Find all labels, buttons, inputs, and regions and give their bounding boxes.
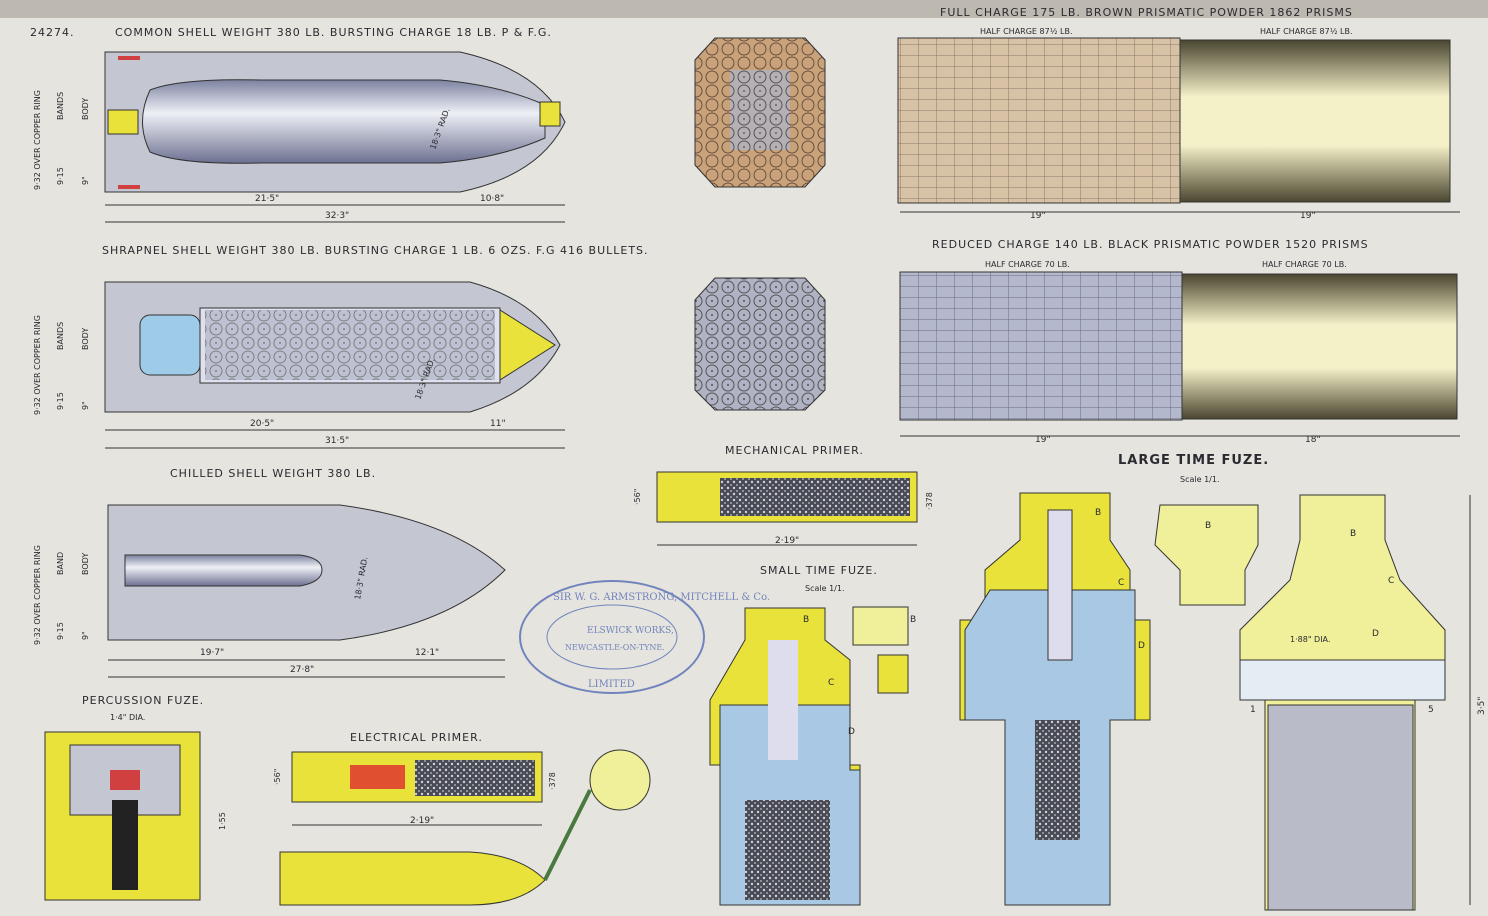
- label: 12·1": [415, 648, 439, 658]
- common-shell-drawing: COMMON SHELL WEIGHT 380 LB. BURSTING CHA…: [33, 26, 566, 223]
- label: 31·5": [325, 436, 349, 446]
- black-prism-section: [694, 277, 826, 411]
- armstrong-stamp: SIR W. G. ARMSTRONG, MITCHELL & Co. ELSW…: [519, 580, 770, 694]
- label: 19·7": [200, 648, 224, 658]
- label: 9": [81, 176, 90, 185]
- label: ·56": [633, 489, 642, 505]
- label: C: [1118, 578, 1124, 588]
- label: B: [803, 615, 809, 625]
- label: 19": [1035, 435, 1051, 445]
- label: 9·15: [56, 392, 65, 410]
- label: C: [828, 678, 834, 688]
- label: 19": [1300, 211, 1316, 221]
- chilled-shell-drawing: CHILLED SHELL WEIGHT 380 LB. 19·7" 27·8"…: [33, 467, 506, 678]
- label: 20·5": [250, 419, 274, 429]
- label: ELSWICK WORKS,: [587, 626, 674, 636]
- label: 9": [81, 631, 90, 640]
- plate-number: 24274.: [30, 26, 75, 39]
- label: D: [848, 727, 855, 737]
- label: 1·4" DIA.: [110, 713, 145, 722]
- label: C: [1388, 576, 1394, 586]
- label: 10·8": [480, 194, 504, 204]
- label: REDUCED CHARGE 140 LB. BLACK PRISMATIC P…: [932, 238, 1369, 251]
- label: HALF CHARGE 87½ LB.: [980, 27, 1072, 36]
- label: BANDS: [56, 322, 65, 350]
- common-shell-title: COMMON SHELL WEIGHT 380 LB. BURSTING CHA…: [115, 26, 552, 39]
- label: HALF CHARGE 70 LB.: [985, 260, 1070, 269]
- label: ·56": [273, 769, 282, 785]
- label: 1: [1250, 705, 1256, 715]
- label: 9·15: [56, 622, 65, 640]
- percussion-fuze-drawing: PERCUSSION FUZE. 1·4" DIA. 1·55: [44, 694, 227, 901]
- label: ·378: [925, 492, 934, 510]
- label: 5: [1428, 705, 1434, 715]
- reduced-charge-drawing: REDUCED CHARGE 140 LB. BLACK PRISMATIC P…: [899, 238, 1460, 445]
- label: B: [1350, 529, 1356, 539]
- label: B: [910, 615, 916, 625]
- full-charge-drawing: FULL CHARGE 175 LB. BROWN PRISMATIC POWD…: [897, 6, 1460, 221]
- label: 32·3": [325, 211, 349, 221]
- label: Scale 1/1.: [805, 584, 844, 593]
- label: 1·55: [218, 812, 227, 830]
- label: ELECTRICAL PRIMER.: [350, 731, 483, 744]
- label: SIR W. G. ARMSTRONG, MITCHELL & Co.: [553, 592, 770, 603]
- label: LIMITED: [588, 679, 635, 690]
- label: 9·32 OVER COPPER RING: [33, 315, 42, 415]
- label: 2·19": [775, 536, 799, 546]
- label: 9·32 OVER COPPER RING: [33, 90, 42, 190]
- label: 21·5": [255, 194, 279, 204]
- label: Scale 1/1.: [1180, 475, 1219, 484]
- label: B: [1095, 508, 1101, 518]
- label: 9": [81, 401, 90, 410]
- label: ·378: [548, 772, 557, 790]
- electrical-primer-drawing: ELECTRICAL PRIMER. ·56" ·378 2·19": [273, 731, 651, 906]
- label: 1·88" DIA.: [1290, 635, 1330, 644]
- label: B: [1205, 521, 1211, 531]
- label: MECHANICAL PRIMER.: [725, 444, 864, 457]
- label: SMALL TIME FUZE.: [760, 564, 878, 577]
- label: BANDS: [56, 92, 65, 120]
- label: BODY: [81, 553, 90, 575]
- label: LARGE TIME FUZE.: [1118, 453, 1269, 468]
- label: BODY: [81, 328, 90, 350]
- label: 2·19": [410, 816, 434, 826]
- large-time-fuze-drawing: LARGE TIME FUZE. Scale 1/1. B C D B B C …: [959, 453, 1487, 911]
- shrapnel-shell-drawing: SHRAPNEL SHELL WEIGHT 380 LB. BURSTING C…: [33, 244, 649, 449]
- label: HALF CHARGE 70 LB.: [1262, 260, 1347, 269]
- label: 27·8": [290, 665, 314, 675]
- top-edge: [0, 0, 1488, 18]
- label: HALF CHARGE 87½ LB.: [1260, 27, 1352, 36]
- label: BAND: [56, 552, 65, 575]
- label: 9·32 OVER COPPER RING: [33, 545, 42, 645]
- label: 19": [1030, 211, 1046, 221]
- small-time-fuze-drawing: SMALL TIME FUZE. Scale 1/1. B C D B: [709, 564, 916, 906]
- mechanical-primer-drawing: MECHANICAL PRIMER. ·56" ·378 2·19": [633, 444, 934, 546]
- label: D: [1372, 629, 1379, 639]
- label: PERCUSSION FUZE.: [82, 694, 204, 707]
- chilled-shell-title: CHILLED SHELL WEIGHT 380 LB.: [170, 467, 376, 480]
- shrapnel-shell-title: SHRAPNEL SHELL WEIGHT 380 LB. BURSTING C…: [102, 244, 649, 257]
- label: 11": [490, 419, 506, 429]
- label: 18": [1305, 435, 1321, 445]
- label: 9·15: [56, 167, 65, 185]
- label: BODY: [81, 98, 90, 120]
- label: D: [1138, 641, 1145, 651]
- label: NEWCASTLE-ON-TYNE.: [565, 643, 665, 652]
- label: 3·5": [1477, 697, 1487, 715]
- label: FULL CHARGE 175 LB. BROWN PRISMATIC POWD…: [940, 6, 1353, 19]
